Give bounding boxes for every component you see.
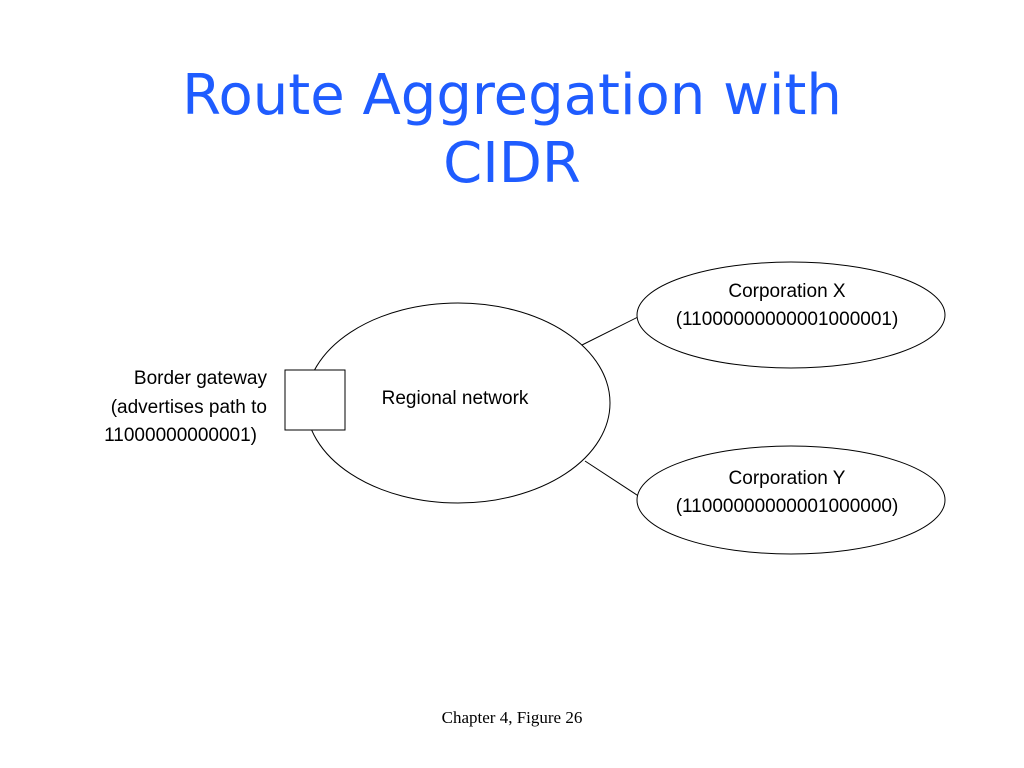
- link-regional-to-corporation-y: [584, 460, 641, 498]
- corporation-x-ellipse: [636, 261, 946, 369]
- border-gateway-box: [284, 369, 346, 431]
- slide-title-line-1: Route Aggregation with: [182, 63, 842, 128]
- corporation-x-name: Corporation X: [728, 281, 846, 302]
- regional-network-label: Regional network: [382, 388, 529, 409]
- border-gateway-label-line-2: (advertises path to: [111, 397, 267, 418]
- corporation-y-ellipse: [636, 445, 946, 555]
- corporation-x-address: (11000000000001000001): [676, 309, 899, 330]
- border-gateway-label-line-3: 11000000000001): [104, 425, 257, 446]
- corporation-y-address: (11000000000001000000): [676, 496, 899, 517]
- figure-caption: Chapter 4, Figure 26: [441, 708, 583, 727]
- border-gateway-label-line-1: Border gateway: [134, 368, 268, 389]
- slide-title: Route Aggregation with CIDR: [0, 62, 1024, 198]
- slide-title-line-2: CIDR: [443, 131, 581, 196]
- link-regional-to-corporation-x: [581, 315, 641, 346]
- corporation-y-name: Corporation Y: [729, 468, 846, 489]
